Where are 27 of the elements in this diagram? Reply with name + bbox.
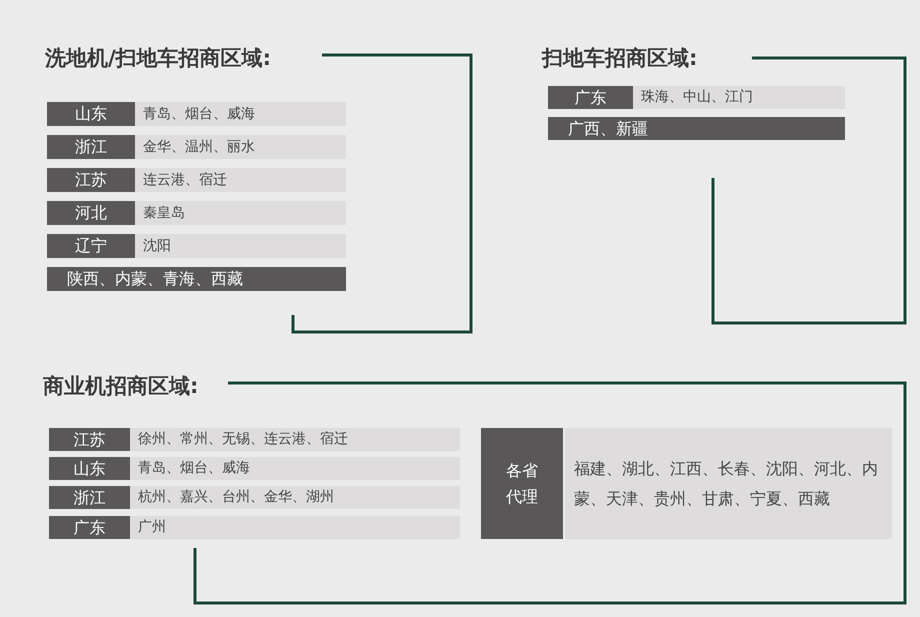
section-heading: 洗地机/扫地车招商区域:: [45, 45, 272, 72]
city-list-cell: 秦皇岛: [135, 201, 346, 225]
province-cell: 浙江: [49, 486, 130, 509]
province-cell: 浙江: [47, 135, 135, 159]
province-cell: 辽宁: [47, 234, 135, 258]
city-list-cell: 金华、温州、丽水: [135, 135, 346, 159]
province-cell: 广西、新疆: [548, 117, 845, 140]
city-list-cell: 徐州、常州、无锡、连云港、宿迁: [130, 428, 460, 451]
city-list-cell: 杭州、嘉兴、台州、金华、湖州: [130, 486, 460, 509]
city-list-cell: 青岛、烟台、威海: [135, 102, 346, 126]
city-list-cell: 珠海、中山、江门: [633, 86, 845, 109]
province-cell: 山东: [47, 102, 135, 126]
province-cell: 广东: [548, 86, 633, 109]
province-cell: 山东: [49, 457, 130, 480]
province-cell: 河北: [47, 201, 135, 225]
city-list-cell: 沈阳: [135, 234, 346, 258]
province-cell: 江苏: [47, 168, 135, 192]
city-list-cell: 福建、湖北、江西、长春、沈阳、河北、内蒙、天津、贵州、甘肃、宁夏、西藏: [565, 428, 892, 539]
province-cell: 陕西、内蒙、青海、西藏: [47, 267, 346, 291]
province-cell: 江苏: [49, 428, 130, 451]
section-heading: 商业机招商区域:: [43, 373, 200, 400]
city-list-cell: 广州: [130, 516, 460, 539]
province-cell: 广东: [49, 516, 130, 539]
city-list-cell: 青岛、烟台、威海: [130, 457, 460, 480]
agent-cell: 各省代理: [481, 428, 563, 539]
section-heading: 扫地车招商区域:: [542, 45, 698, 72]
city-list-cell: 连云港、宿迁: [135, 168, 346, 192]
